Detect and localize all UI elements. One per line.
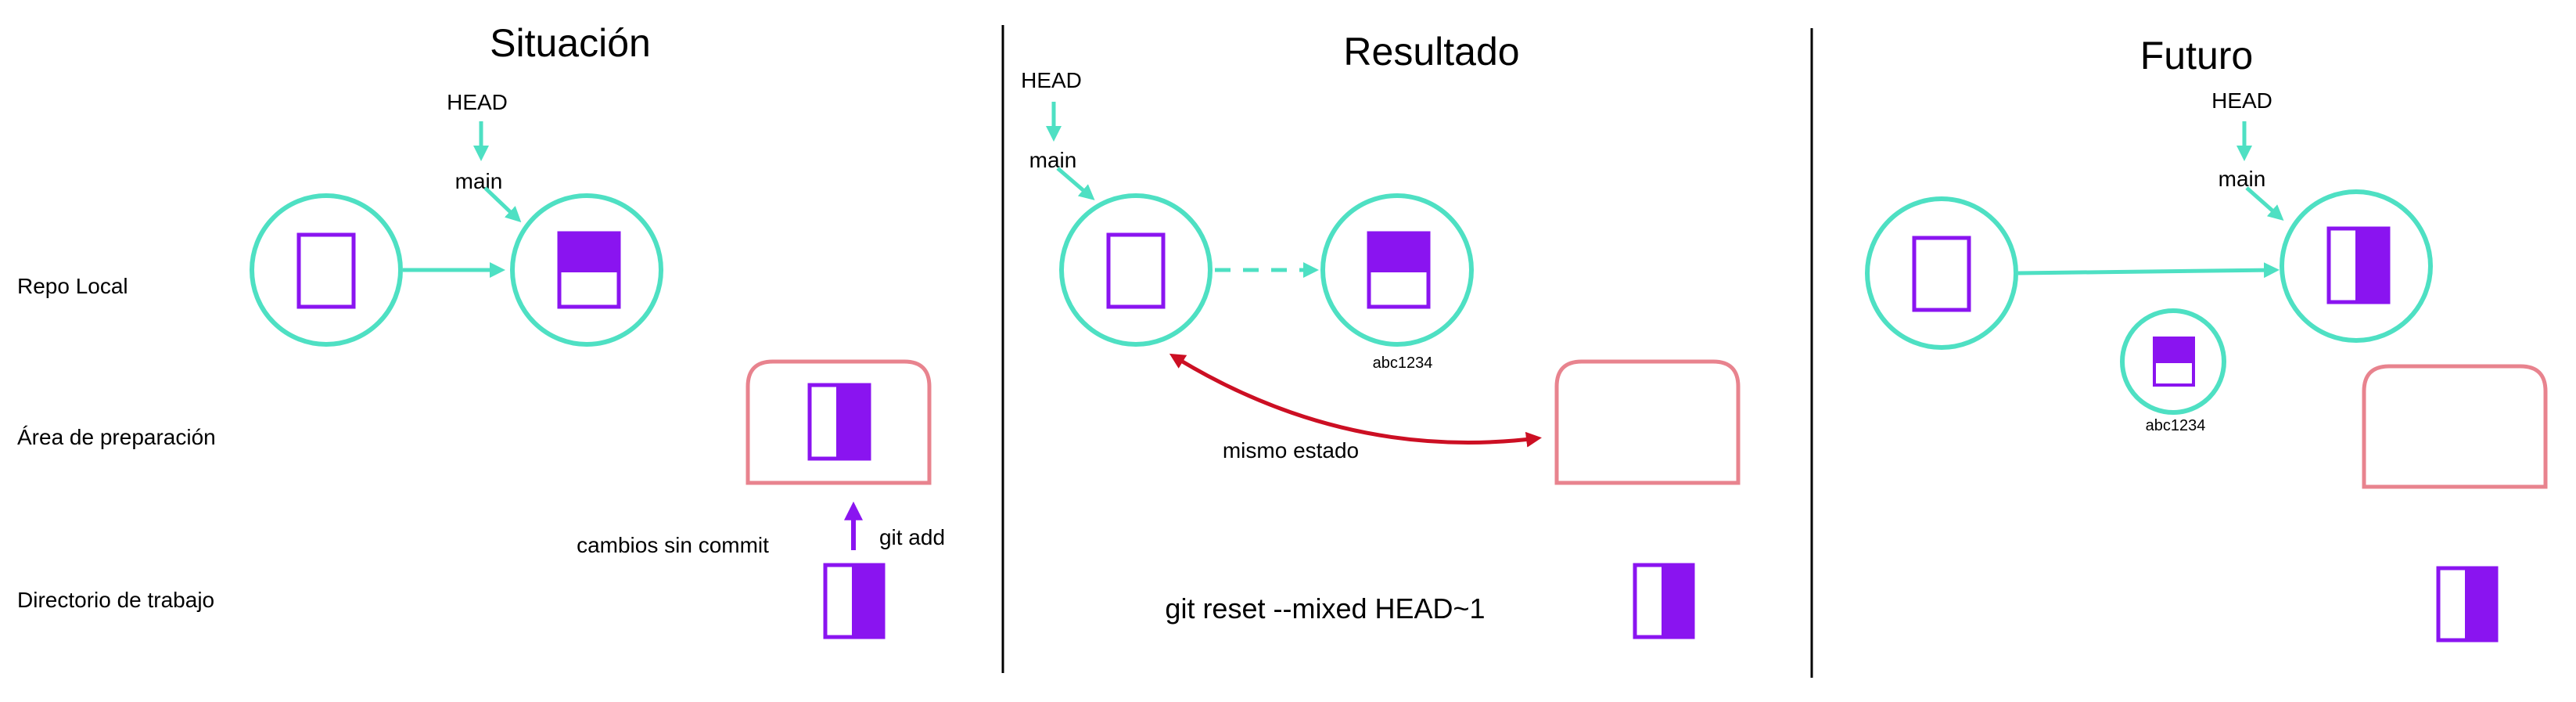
row-label-working-directory: Directorio de trabajo xyxy=(17,588,214,612)
commit-node-1 xyxy=(1059,193,1213,347)
staging-area-box-empty xyxy=(2362,364,2548,489)
panel-resultado: Resultado HEAD main abc1234 mismo estado… xyxy=(1021,30,1741,639)
same-state-arrow xyxy=(1169,353,1542,448)
file-icon-top-filled xyxy=(557,231,621,309)
branch-label-main: main xyxy=(2219,167,2266,191)
commit-node-new xyxy=(2280,189,2433,343)
branch-arrow xyxy=(2245,186,2284,221)
staging-area-box-empty xyxy=(1554,359,1741,485)
same-state-label: mismo estado xyxy=(1223,438,1359,463)
file-icon-top-filled-small xyxy=(2153,337,2195,387)
panel-title-resultado: Resultado xyxy=(1343,30,1519,74)
branch-arrow xyxy=(1056,167,1095,200)
row-label-staging-area: Área de preparación xyxy=(17,425,216,449)
branch-label-main: main xyxy=(1029,148,1077,172)
commit-node-orphaned xyxy=(1320,193,1474,347)
panel-situacion: Situación HEAD main git add cambios sin … xyxy=(250,21,945,639)
file-icon-empty xyxy=(1106,232,1166,309)
branch-label-main: main xyxy=(455,169,503,193)
file-icon-working-dir xyxy=(2436,566,2499,643)
git-add-label: git add xyxy=(879,525,945,549)
file-icon-empty xyxy=(1912,236,1971,312)
commit-node-1 xyxy=(250,193,403,347)
row-label-repo-local: Repo Local xyxy=(17,274,128,298)
branch-arrow xyxy=(483,186,522,223)
head-label: HEAD xyxy=(1021,68,1082,92)
commit-node-1 xyxy=(1865,196,2018,350)
head-label: HEAD xyxy=(447,90,508,114)
file-icon-working-dir xyxy=(1633,563,1695,639)
file-icon-right-filled xyxy=(2326,226,2391,304)
panel-title-futuro: Futuro xyxy=(2140,34,2254,77)
file-icon-right-filled xyxy=(807,383,871,461)
uncommitted-changes-label: cambios sin commit xyxy=(577,533,769,557)
panel-title-situacion: Situación xyxy=(490,21,651,65)
file-icon-working-dir xyxy=(823,563,886,639)
panel-futuro: Futuro HEAD main abc1234 xyxy=(1865,34,2548,643)
file-icon-top-filled xyxy=(1367,231,1431,309)
commit-node-orphaned-small xyxy=(2120,308,2226,415)
git-reset-command: git reset --mixed HEAD~1 xyxy=(1165,592,1485,625)
commit-node-2 xyxy=(510,193,663,347)
file-icon-empty xyxy=(296,232,356,309)
commit-link-arrow xyxy=(2017,262,2280,279)
head-label: HEAD xyxy=(2211,88,2272,113)
staging-area-box xyxy=(745,359,932,485)
commit-hash-label: abc1234 xyxy=(2146,417,2206,434)
commit-hash-label: abc1234 xyxy=(1373,355,1433,372)
